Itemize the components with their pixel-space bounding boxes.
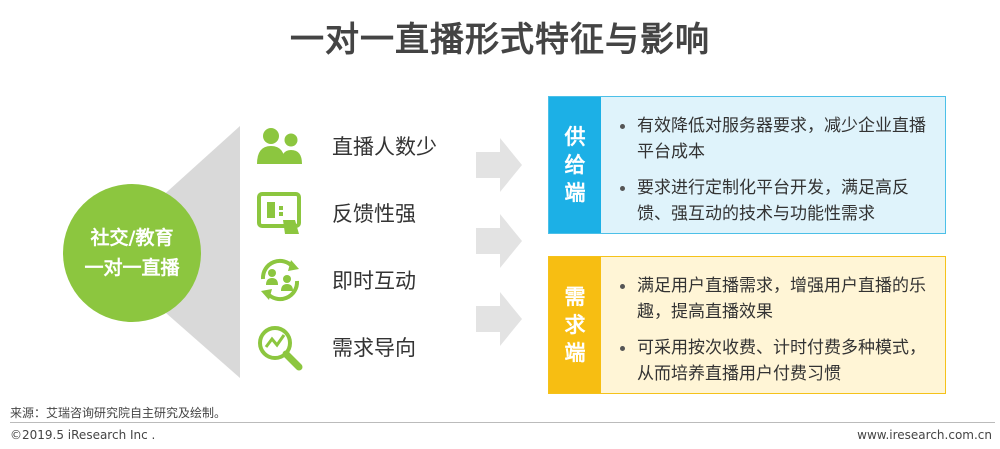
feature-label: 反馈性强 [332,202,416,226]
supply-tag: 供 给 端 [549,97,601,233]
magnifier-chart-icon [252,321,308,373]
website-link[interactable]: www.iresearch.com.cn [857,428,992,442]
feature-item: 反馈性强 [252,187,416,239]
demand-tag-char: 求 [564,313,586,337]
demand-tag-char: 需 [564,285,586,309]
demand-body: 满足用户直播需求，增强用户直播的乐趣，提高直播效果 可采用按次收费、计时付费多种… [601,257,945,393]
feature-item: 即时互动 [252,254,416,306]
supply-list: 有效降低对服务器要求，减少企业直播平台成本 要求进行定制化平台开发，满足高反馈、… [615,113,933,227]
feature-label: 直播人数少 [332,135,437,159]
demand-tag-char: 端 [564,341,586,365]
demand-tag: 需 求 端 [549,257,601,393]
feature-label: 即时互动 [332,269,416,293]
list-item: 要求进行定制化平台开发，满足高反馈、强互动的技术与功能性需求 [615,175,933,227]
feature-label: 需求导向 [332,336,416,360]
people-icon [252,120,308,172]
feature-item: 直播人数少 [252,120,437,172]
supply-tag-char: 给 [564,153,586,177]
list-item: 满足用户直播需求，增强用户直播的乐趣，提高直播效果 [615,273,933,325]
source-note: 来源：艾瑞咨询研究院自主研究及绘制。 [10,406,227,420]
arrow-2-icon [476,214,522,268]
supply-side-panel: 供 给 端 有效降低对服务器要求，减少企业直播平台成本 要求进行定制化平台开发，… [548,96,946,234]
list-item: 可采用按次收费、计时付费多种模式，从而培养直播用户付费习惯 [615,335,933,387]
tablet-feedback-icon [252,187,308,239]
supply-tag-char: 供 [564,125,586,149]
arrow-1-icon [476,138,522,192]
center-circle: 社交/教育 一对一直播 [63,184,201,322]
page-title: 一对一直播形式特征与影响 [290,20,710,60]
arrow-3-icon [476,292,522,346]
center-line2: 一对一直播 [84,257,180,279]
center-line1: 社交/教育 [90,227,174,249]
supply-body: 有效降低对服务器要求，减少企业直播平台成本 要求进行定制化平台开发，满足高反馈、… [601,97,945,233]
copyright: ©2019.5 iResearch Inc . [10,428,156,442]
interaction-cycle-icon [252,254,308,306]
list-item: 有效降低对服务器要求，减少企业直播平台成本 [615,113,933,165]
demand-side-panel: 需 求 端 满足用户直播需求，增强用户直播的乐趣，提高直播效果 可采用按次收费、… [548,256,946,394]
demand-list: 满足用户直播需求，增强用户直播的乐趣，提高直播效果 可采用按次收费、计时付费多种… [615,273,933,387]
supply-tag-char: 端 [564,181,586,205]
feature-item: 需求导向 [252,321,416,373]
footer-divider [10,422,995,423]
